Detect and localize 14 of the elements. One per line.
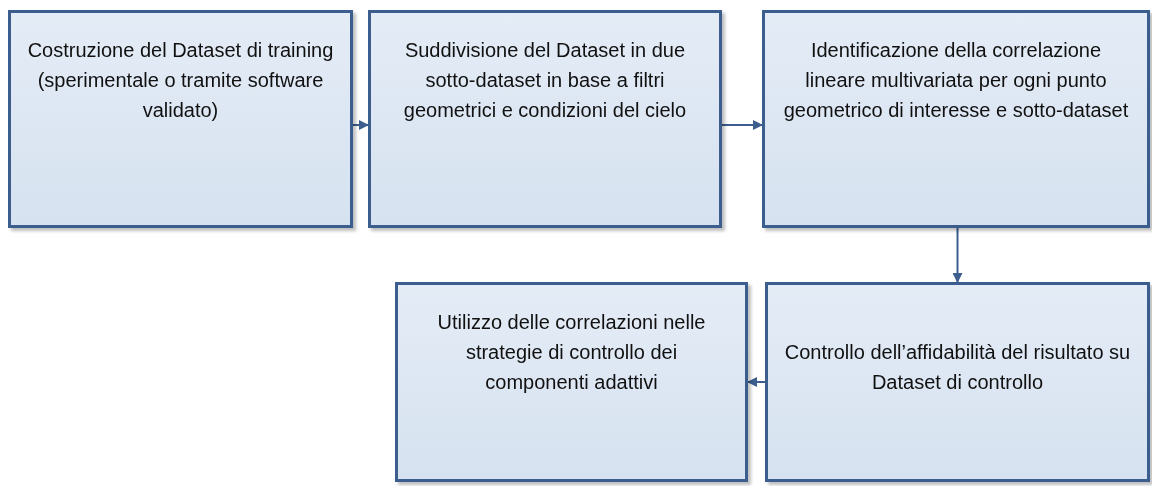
arrow: [352, 120, 369, 130]
box-text: Utilizzo delle correlazioni nelle strategie di controllo dei componenti adattivi: [436, 310, 707, 395]
box-text: Identificazione della correlazione lineare multivariata per ogni punto geometrico di interesse e sotto-dataset: [782, 38, 1130, 123]
process-box: [395, 282, 748, 482]
process-box: [368, 10, 722, 228]
arrow: [952, 227, 963, 283]
process-box: [762, 10, 1150, 228]
process-box: [765, 282, 1150, 482]
arrow: [747, 377, 766, 387]
arrow: [721, 120, 763, 130]
box-text: Controllo dell’affidabilità del risultato su Dataset di controllo: [783, 340, 1132, 395]
box-text: Costruzione del Dataset di training (sperimentale o tramite software validato): [26, 38, 335, 123]
box-text: Suddivisione del Dataset in due sotto-dataset in base a filtri geometrici e condizioni del cielo: [402, 38, 688, 123]
process-box: [8, 10, 353, 228]
